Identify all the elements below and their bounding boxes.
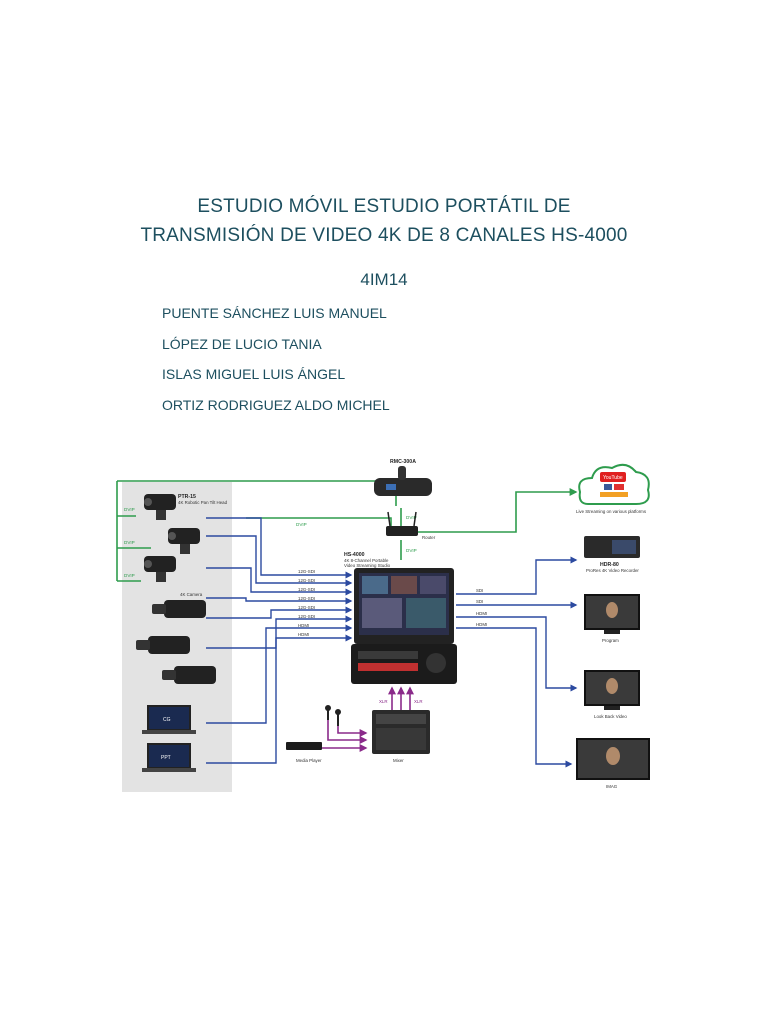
camcorder-icon [152, 600, 206, 618]
controller-icon [374, 466, 432, 496]
laptop-cg-icon [142, 705, 196, 734]
laptop-ppt-icon [142, 743, 196, 772]
monitor-label: Look Back Video [594, 714, 627, 719]
ptz-desc: 4K Robotic Pan Tilt Head [178, 500, 228, 505]
media-player-icon [286, 742, 322, 750]
input-label: 12G-SDI [298, 614, 315, 619]
recorder-icon [584, 536, 640, 558]
dvip-label: DVIP [124, 573, 135, 578]
member-name: PUENTE SÁNCHEZ LUIS MANUEL [162, 305, 387, 321]
member-name: ISLAS MIGUEL LUIS ÁNGEL [162, 366, 346, 382]
output-label: SDI [476, 588, 483, 593]
laptop-label: CG [163, 717, 171, 723]
mixer-label: Mixer [393, 758, 404, 763]
monitor-label: IMAG [606, 784, 618, 789]
output-label: SDI [476, 599, 483, 604]
dvip-label: DVIP [124, 507, 135, 512]
monitor-icon [584, 594, 640, 634]
dvip-label: DVIP [406, 548, 417, 553]
audio-lines [321, 686, 414, 752]
studio-desc: 4K 8-Channel Portable [344, 558, 389, 563]
media-player-label: Media Player [296, 758, 322, 763]
recorder-name: HDR-80 [600, 562, 619, 568]
input-label: 12G-SDI [298, 587, 315, 592]
ptz-camera-icon [144, 494, 176, 520]
dvip-label: DVIP [296, 522, 307, 527]
ptz-camera-icon [144, 556, 176, 582]
ptz-name: PTR-15 [178, 494, 196, 500]
monitor-icon [584, 670, 640, 710]
laptop-label: PPT [161, 755, 171, 761]
document-title-line-2: TRANSMISIÓN DE VIDEO 4K DE 8 CANALES HS-… [140, 225, 628, 246]
recorder-desc: ProRes 4K Video Recorder [586, 568, 639, 573]
hs4000-connection-diagram: DVIP DVIP DVIP DVIP DVIP DVIP 12G-SDI 12… [116, 459, 650, 792]
cloud-icon [578, 463, 650, 505]
controller-name: RMC-300A [390, 459, 416, 465]
member-name: LÓPEZ DE LUCIO TANIA [162, 336, 322, 352]
studio-desc: Video Streaming Studio [344, 563, 391, 568]
monitor-label: Program [602, 638, 619, 643]
dvip-label: DVIP [124, 540, 135, 545]
camcorder-icon [136, 636, 190, 654]
router-label: Router [422, 535, 436, 540]
input-label: 12G-SDI [298, 596, 315, 601]
group-code: 4IM14 [360, 270, 408, 289]
camcorder-icon [162, 666, 216, 684]
output-label: HDMI [476, 611, 487, 616]
hs4000-studio-icon [351, 568, 457, 684]
input-label: HDMI [298, 623, 309, 628]
xlr-label: XLR [379, 699, 388, 704]
member-name: ORTIZ RODRIGUEZ ALDO MICHEL [162, 397, 390, 413]
xlr-label: XLR [414, 699, 423, 704]
input-label: 12G-SDI [298, 578, 315, 583]
microphone-icon [325, 705, 341, 726]
ptz-camera-icon [168, 528, 200, 554]
camera-label: 4K Camera [180, 592, 203, 597]
document-title-line-1: ESTUDIO MÓVIL ESTUDIO PORTÁTIL DE [197, 196, 571, 217]
studio-name: HS-4000 [344, 552, 365, 558]
router-icon [386, 511, 418, 536]
output-label: HDMI [476, 622, 487, 627]
input-label: 12G-SDI [298, 605, 315, 610]
input-label: 12G-SDI [298, 569, 315, 574]
dvip-label: DVIP [406, 515, 417, 520]
monitor-icon [576, 738, 650, 780]
video-input-lines [206, 517, 353, 764]
youtube-label: YouTube [603, 475, 623, 481]
video-output-lines [456, 556, 578, 768]
stream-note: Live Streaming on various platforms [576, 509, 647, 514]
input-label: HDMI [298, 632, 309, 637]
mixer-icon [372, 710, 430, 754]
